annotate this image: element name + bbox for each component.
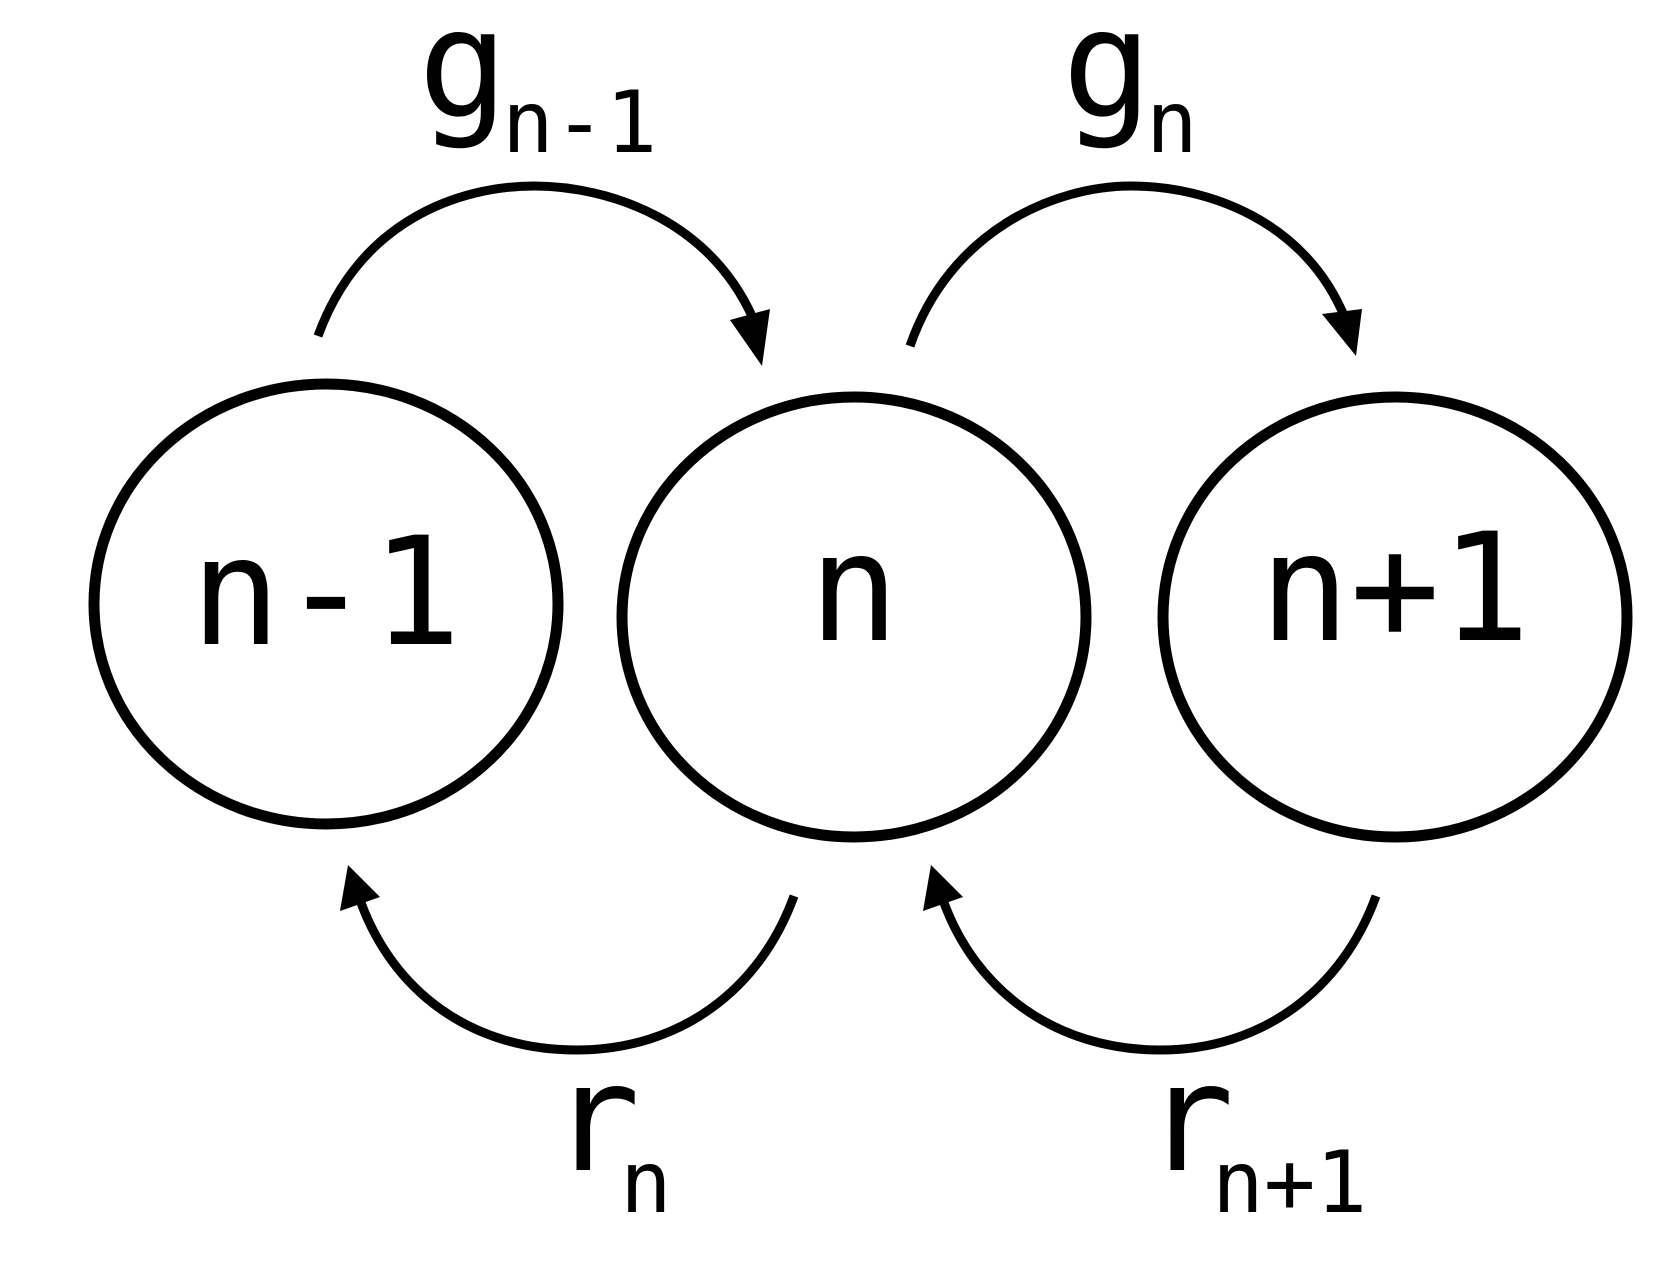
arc-r-n-plus-1 [938,894,1381,1055]
label-g-n: g n [1062,0,1198,173]
label-r-n: r n [550,1032,672,1233]
label-r-n-plus-1: r n+1 [1144,1032,1367,1233]
rate-symbol: r [1144,1032,1234,1206]
rate-subscript: n+1 [1212,1133,1367,1233]
node-n-minus-1: n-1 [88,378,564,830]
arrowhead-r-n-plus-1 [923,865,963,911]
arrowhead-g-n-minus-1 [730,309,770,366]
rate-subscript: n-1 [502,73,657,173]
node-label: n+1 [1260,502,1531,676]
node-n-plus-1: n+1 [1157,391,1633,843]
node-label: n [809,502,899,676]
node-circle [616,391,1092,843]
arc-g-n-minus-1 [313,181,762,338]
rate-symbol: g [418,0,508,152]
rate-symbol: r [550,1032,640,1206]
arc-g-n [905,181,1350,348]
node-n: n [616,391,1092,843]
rate-subscript: n [1146,73,1198,173]
rate-symbol: g [1062,0,1152,152]
arc-r-n [355,894,799,1055]
arrowhead-r-n [340,865,380,911]
node-label: n-1 [191,506,462,680]
label-g-n-minus-1: g n-1 [418,0,657,173]
arrowhead-g-n [1322,309,1362,356]
rate-subscript: n [620,1133,672,1233]
node-circle [88,378,564,830]
node-circle [1157,391,1633,843]
